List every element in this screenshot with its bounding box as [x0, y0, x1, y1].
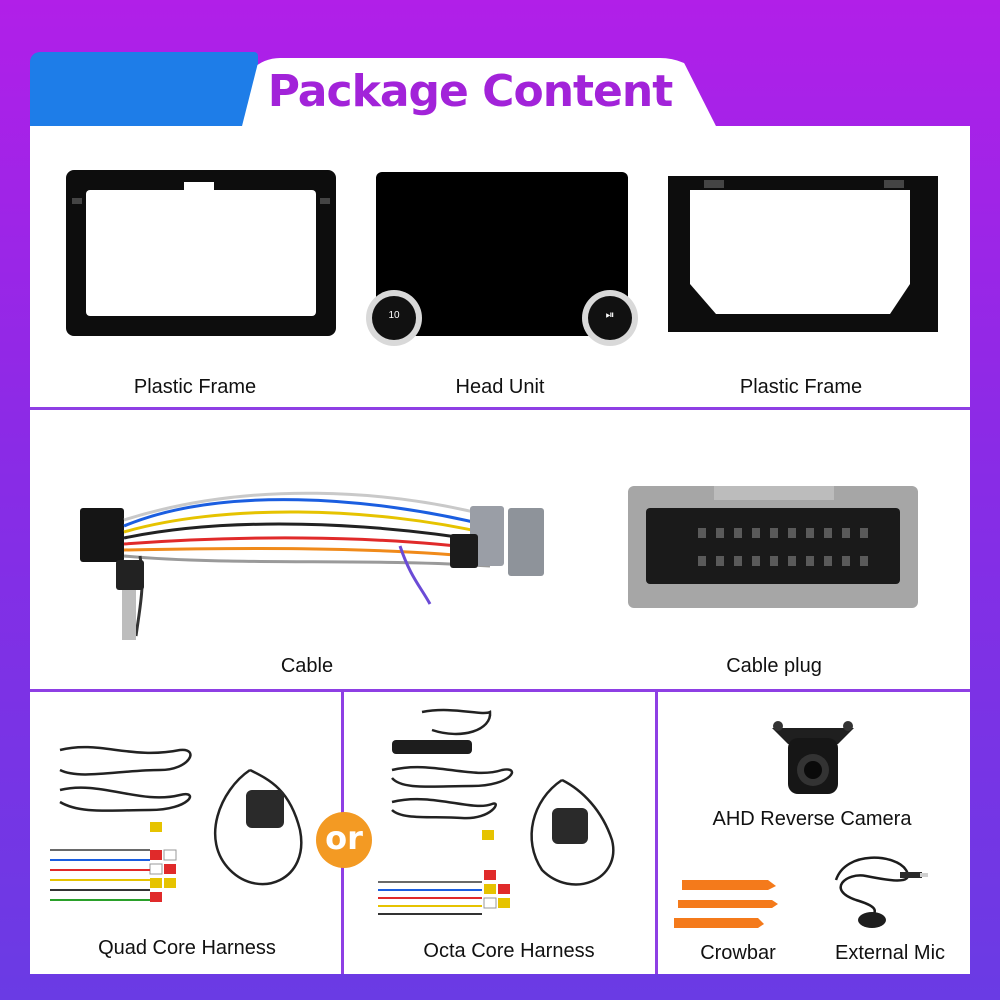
quad-harness-label: Quad Core Harness: [98, 937, 276, 959]
external-mic-image: [816, 850, 928, 930]
header-tab-accent: [30, 52, 258, 132]
cable-label: Cable: [280, 655, 334, 677]
plastic-frame-left-image: [64, 168, 338, 338]
reverse-camera-image: [768, 714, 858, 804]
col-divider-2: [655, 689, 658, 974]
or-badge: or: [316, 812, 372, 868]
head-unit-knob-left: 10: [388, 310, 400, 321]
reverse-camera-label: AHD Reverse Camera: [712, 808, 912, 830]
plastic-frame-left-label: Plastic Frame: [133, 376, 257, 398]
row-divider-2: [30, 689, 970, 692]
crowbar-label: Crowbar: [700, 942, 776, 964]
external-mic-label: External Mic: [834, 942, 946, 964]
header-tab: [240, 58, 720, 134]
cable-plug-image: [628, 486, 918, 608]
plastic-frame-right-label: Plastic Frame: [739, 376, 863, 398]
head-unit-image: [362, 170, 642, 350]
cable-plug-label: Cable plug: [726, 655, 822, 677]
row-divider-1: [30, 407, 970, 410]
head-unit-label: Head Unit: [455, 376, 545, 398]
cable-image: [70, 486, 550, 656]
quad-harness-image: [40, 730, 330, 930]
head-unit-knob-right: ⏯: [605, 309, 615, 321]
octa-harness-label: Octa Core Harness: [423, 940, 595, 962]
plastic-frame-right-image: [664, 172, 942, 336]
page-title: Package Content: [267, 66, 674, 117]
crowbar-image: [672, 870, 782, 934]
octa-harness-image: [372, 700, 642, 930]
